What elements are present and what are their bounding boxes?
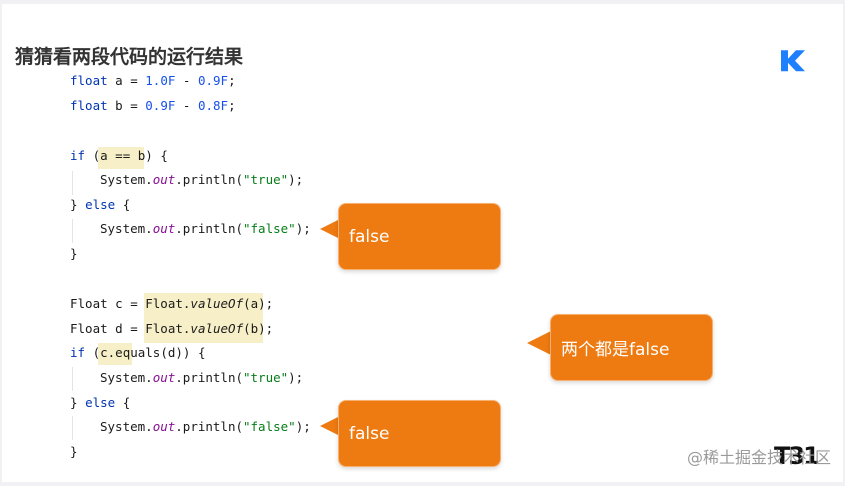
code-line: float a = 1.0F - 0.9F;	[70, 71, 236, 91]
code-token: (a);	[243, 296, 274, 311]
code-line: System.out.println("true");	[100, 170, 303, 190]
code-token: out	[152, 370, 176, 385]
code-line: if (a == b) {	[70, 146, 168, 166]
code-token: a =	[107, 73, 146, 88]
code-token: valueOf	[190, 321, 244, 336]
code-token: -	[175, 98, 198, 113]
code-token: "true"	[243, 172, 289, 187]
code-line: Float c = Float.valueOf(a);	[70, 294, 273, 314]
code-token: .println(	[175, 221, 243, 236]
code-token: System.	[100, 221, 153, 236]
code-token: if	[70, 148, 86, 163]
code-token: {	[115, 395, 131, 410]
code-line: }	[70, 442, 78, 462]
code-token: .println(	[175, 172, 243, 187]
code-token: float	[70, 98, 108, 113]
indent-guide	[72, 171, 73, 195]
code-token: System.	[100, 370, 153, 385]
code-token: else	[85, 197, 116, 212]
code-token: }	[70, 444, 78, 459]
code-token: {	[115, 197, 131, 212]
callout-tail	[320, 416, 340, 436]
code-line: float b = 0.9F - 0.8F;	[70, 96, 236, 116]
code-token: else	[85, 395, 116, 410]
code-token: System.	[100, 172, 153, 187]
callout-first-result: false	[338, 203, 501, 270]
code-token: }	[70, 395, 86, 410]
callout-tail	[320, 219, 340, 239]
code-line: System.out.println("true");	[100, 368, 303, 388]
callout-second-result: false	[338, 400, 501, 467]
juejin-logo-icon	[781, 50, 805, 72]
code-token: (b);	[243, 321, 274, 336]
code-token: }	[70, 246, 78, 261]
code-token: 0.8F	[197, 98, 229, 113]
code-token: .println(	[175, 370, 243, 385]
code-token: -	[175, 73, 198, 88]
code-token: System.	[100, 419, 153, 434]
code-line: }	[70, 244, 78, 264]
code-block: float a = 1.0F - 0.9F; float b = 0.9F - …	[2, 4, 843, 482]
code-line: System.out.println("false");	[100, 417, 311, 437]
code-token: "true"	[243, 370, 289, 385]
code-token: );	[295, 419, 311, 434]
code-token: ;	[228, 73, 236, 88]
highlight-c-equals	[98, 343, 132, 365]
code-token: (c.equals(d)) {	[85, 345, 206, 360]
code-token: 0.9F	[197, 73, 229, 88]
code-token: float	[70, 73, 108, 88]
indent-guide	[72, 219, 73, 243]
code-line: } else {	[70, 393, 130, 413]
code-token: }	[70, 197, 86, 212]
code-token: "false"	[243, 419, 296, 434]
callout-both-false: 两个都是false	[550, 314, 713, 381]
code-line: if (c.equals(d)) {	[70, 343, 205, 363]
code-token: out	[152, 221, 176, 236]
code-line: System.out.println("false");	[100, 219, 311, 239]
slide-title: 猜猜看两段代码的运行结果	[15, 46, 244, 68]
code-token: 1.0F	[145, 73, 176, 88]
code-token: valueOf	[190, 296, 244, 311]
indent-guide	[72, 367, 73, 391]
code-token: );	[288, 370, 304, 385]
watermark-text: @稀土掘金技术社区	[686, 448, 831, 467]
code-token: out	[152, 419, 176, 434]
code-line: Float d = Float.valueOf(b);	[70, 319, 273, 339]
watermark-logo: T31	[774, 442, 820, 470]
code-token: "false"	[243, 221, 296, 236]
code-token: out	[152, 172, 176, 187]
indent-guide	[72, 416, 73, 440]
code-token: ;	[228, 98, 236, 113]
code-token: );	[288, 172, 304, 187]
code-token: if	[70, 345, 86, 360]
code-token: b =	[107, 98, 146, 113]
callout-tail	[527, 331, 551, 355]
highlight-a-eq-b	[98, 147, 144, 169]
slide: 猜猜看两段代码的运行结果 float a = 1.0F - 0.9F; floa…	[2, 4, 843, 482]
code-token: Float d = Float.	[70, 321, 191, 336]
code-line: } else {	[70, 195, 130, 215]
code-token: Float c = Float.	[70, 296, 191, 311]
code-token: .println(	[175, 419, 243, 434]
code-token: (a == b) {	[85, 148, 168, 163]
code-token: );	[295, 221, 311, 236]
code-token: 0.9F	[145, 98, 176, 113]
highlight-float-valueof-a	[144, 293, 263, 343]
